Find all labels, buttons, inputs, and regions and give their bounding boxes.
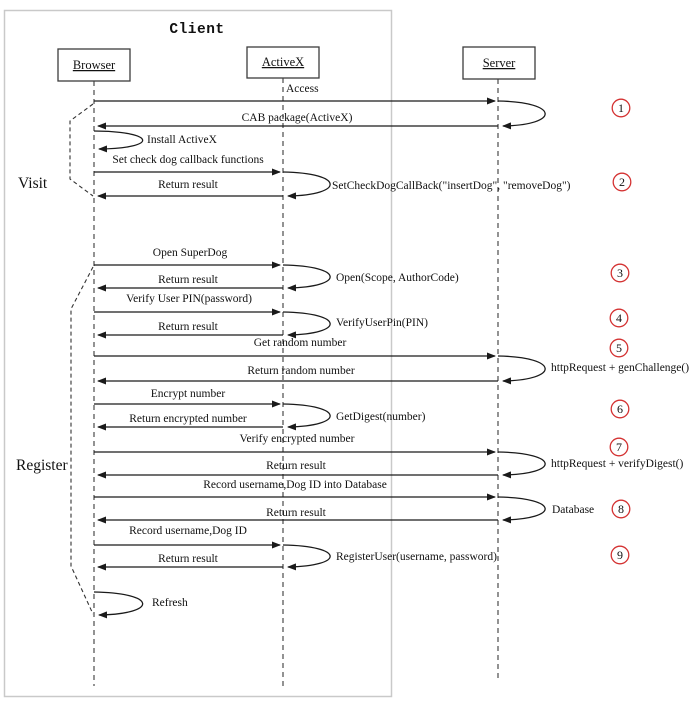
step-circle-outline (609, 308, 629, 328)
step-circle-7: 7 (609, 437, 629, 457)
return-result-label: Return result (266, 460, 327, 472)
step-circle-5: 5 (609, 338, 629, 358)
return-result-label: Return result (266, 507, 327, 519)
verify-user-pin-label: Verify User PIN(password) (126, 293, 252, 305)
actor-browser-name: Browser (73, 58, 116, 72)
record-username-label: Record username,Dog ID (129, 525, 247, 537)
actor-server-name: Server (483, 56, 516, 70)
step-circle-outline (611, 98, 631, 118)
visit-phase-brace (69, 103, 94, 197)
step-circle-6: 6 (610, 399, 630, 419)
actor-server: Server (462, 46, 536, 80)
actor-browser: Browser (57, 48, 131, 82)
install-activex-self-loop (93, 130, 144, 153)
server-activation-arc-8 (497, 496, 546, 524)
refresh-self-loop (93, 591, 144, 619)
actor-activex: ActiveX (246, 46, 320, 79)
step-circle-2: 2 (612, 172, 632, 192)
step-number: 5 (616, 341, 622, 355)
step-circle-outline (611, 499, 631, 519)
activex-activation-arc-4 (282, 311, 331, 339)
register-phase-brace (70, 266, 94, 615)
step-number: 1 (618, 101, 624, 115)
verifydigest-label: httpRequest + verifyDigest() (551, 458, 683, 470)
get-random-number-label: Get random number (254, 337, 347, 349)
step-number: 4 (616, 311, 622, 325)
actor-activex-box (246, 46, 320, 79)
open-superdog-label: Open SuperDog (153, 247, 228, 259)
encrypt-number-label: Encrypt number (151, 388, 226, 400)
diagram-title: Client (169, 22, 224, 38)
step-circle-outline (610, 263, 630, 283)
step-circle-outline (609, 437, 629, 457)
verify-encrypted-number-label: Verify encrypted number (240, 433, 355, 445)
step-circle-outline (610, 545, 630, 565)
cab-package-label: CAB package(ActiveX) (242, 112, 353, 124)
activex-activation-arc-3 (282, 264, 331, 292)
client-frame (3, 9, 393, 698)
step-circle-9: 9 (610, 545, 630, 565)
install-activex-label: Install ActiveX (147, 134, 218, 146)
registeruser-label: RegisterUser(username, password) (336, 551, 497, 563)
server-activation-arc-1 (497, 100, 546, 130)
return-result-label: Return result (158, 274, 219, 286)
return-result-label: Return result (158, 321, 219, 333)
step-circle-4: 4 (609, 308, 629, 328)
access-label: Access (286, 83, 319, 95)
return-random-number-label: Return random number (247, 365, 354, 377)
server-activation-arc-5 (497, 355, 546, 385)
return-result-label: Return result (158, 553, 219, 565)
step-circle-3: 3 (610, 263, 630, 283)
set-callback-label: Set check dog callback functions (112, 154, 264, 166)
setcheckdogcallback-label: SetCheckDogCallBack("insertDog", "remove… (332, 180, 571, 192)
activex-activation-arc-2 (282, 171, 331, 200)
database-label: Database (552, 504, 594, 516)
step-number: 6 (617, 402, 623, 416)
step-number: 2 (619, 175, 625, 189)
record-into-db-label: Record username,Dog ID into Database (203, 479, 387, 491)
open-scope-label: Open(Scope, AuthorCode) (336, 272, 459, 284)
step-circle-8: 8 (611, 499, 631, 519)
step-circle-outline (612, 172, 632, 192)
activex-activation-arc-6 (282, 403, 331, 431)
step-number: 8 (618, 502, 624, 516)
step-circle-outline (609, 338, 629, 358)
return-result-label: Return result (158, 179, 219, 191)
step-number: 7 (616, 440, 622, 454)
server-activation-arc-7 (497, 451, 546, 479)
getdigest-label: GetDigest(number) (336, 411, 426, 423)
activex-activation-arc-9 (282, 544, 331, 571)
step-circle-outline (610, 399, 630, 419)
register-phase-label: Register (16, 457, 68, 474)
actor-browser-box (57, 48, 131, 82)
genchallenge-label: httpRequest + genChallenge() (551, 362, 689, 374)
refresh-label: Refresh (152, 597, 188, 609)
actor-activex-name: ActiveX (262, 55, 304, 69)
actor-server-box (462, 46, 536, 80)
return-encrypted-number-label: Return encrypted number (129, 413, 247, 425)
visit-phase-label: Visit (18, 175, 48, 192)
step-number: 9 (617, 548, 623, 562)
step-circle-1: 1 (611, 98, 631, 118)
verifyuserpin-label: VerifyUserPin(PIN) (336, 317, 428, 329)
step-number: 3 (617, 266, 623, 280)
